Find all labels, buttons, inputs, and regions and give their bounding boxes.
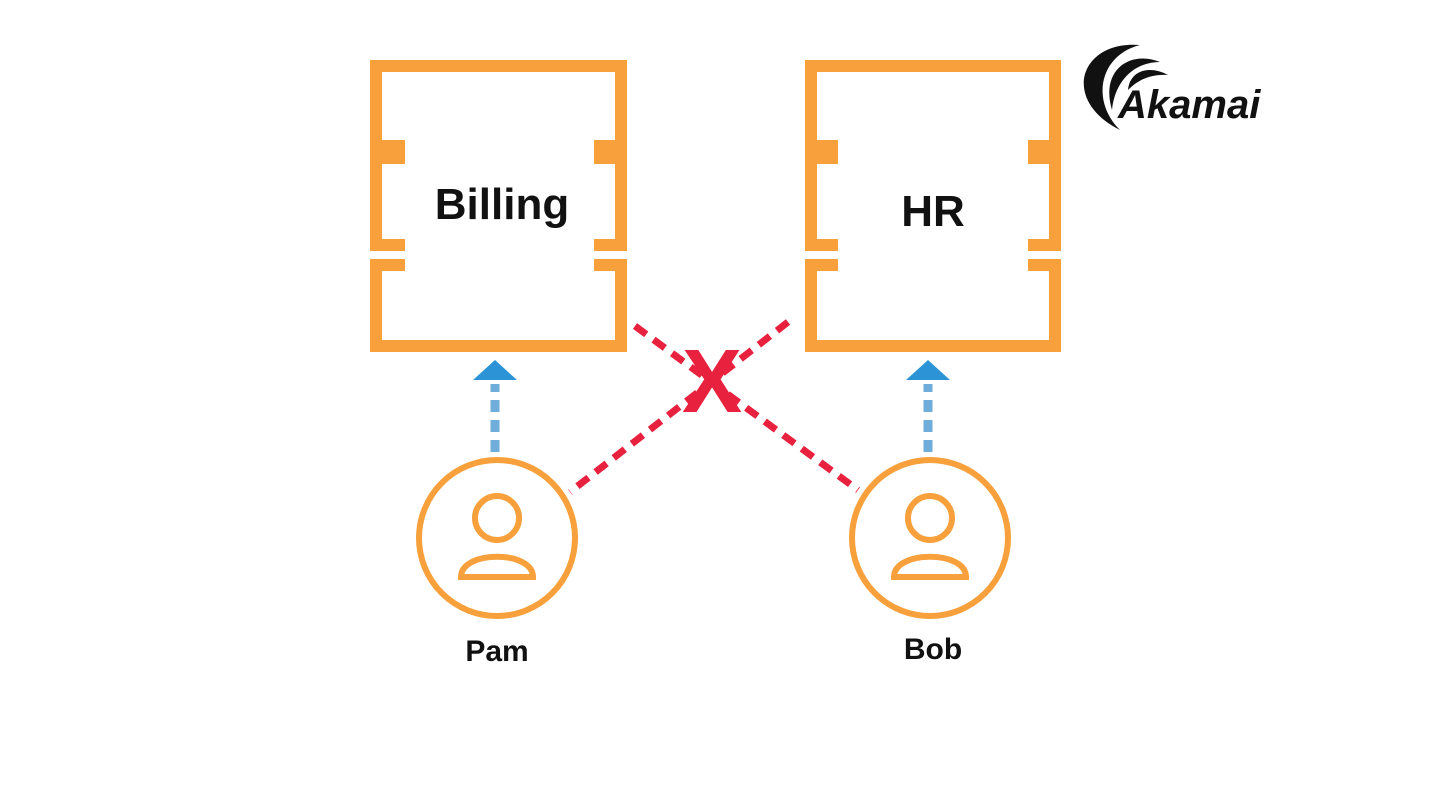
akamai-logo: Akamai (1083, 44, 1261, 130)
bob-user-icon (849, 457, 1011, 619)
akamai-logo-text: Akamai (1117, 83, 1261, 127)
pam-hr-denied-line (567, 319, 791, 495)
pam-user-icon (416, 457, 578, 619)
bob-label: Bob (904, 633, 962, 666)
denied-x-icon: X (682, 332, 742, 432)
hr-service-box (805, 60, 1061, 352)
bob-hr-allowed-arrow (906, 360, 950, 452)
arrowhead-icon (906, 360, 950, 380)
billing-service-box (370, 60, 627, 352)
billing-label: Billing (435, 180, 569, 229)
pam-billing-allowed-arrow (473, 360, 517, 452)
hr-label: HR (901, 187, 965, 236)
pam-label: Pam (465, 635, 528, 668)
arrowhead-icon (473, 360, 517, 380)
bob-billing-denied-line (632, 323, 861, 493)
